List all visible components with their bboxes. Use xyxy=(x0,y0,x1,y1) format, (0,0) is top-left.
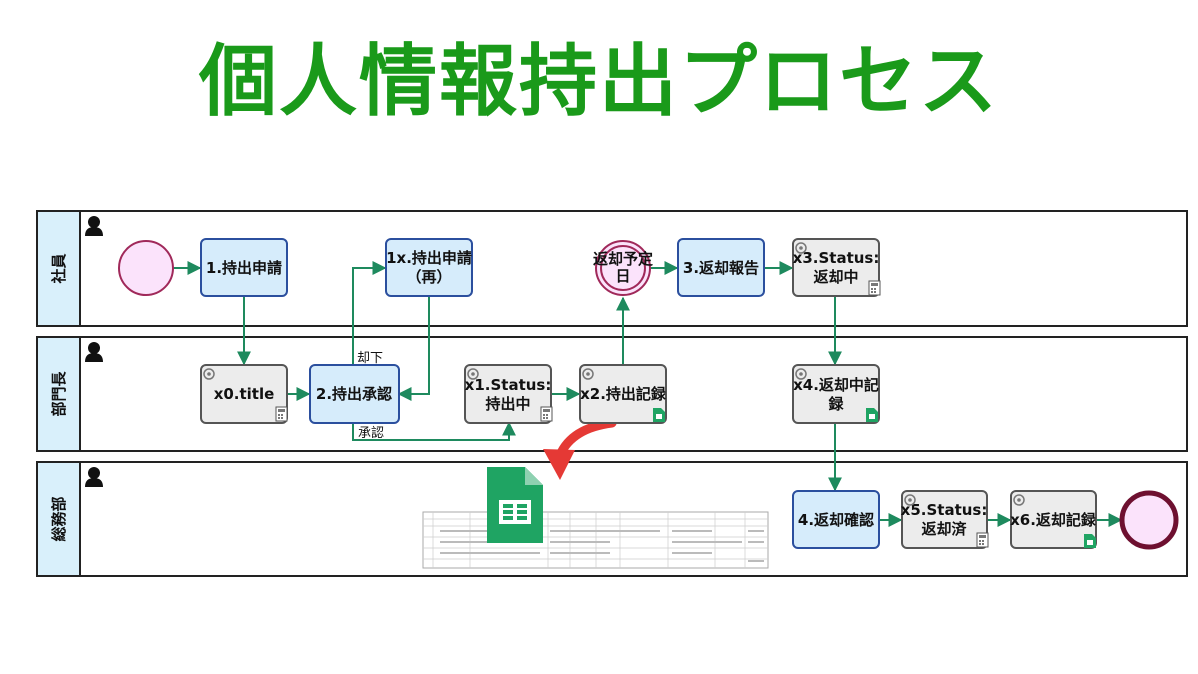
task-x3-status-returning[interactable]: x3.Status: 返却中 xyxy=(792,238,881,297)
timer-event-return-date[interactable]: 返却予定 日 xyxy=(593,240,653,296)
task-label-line1: x1.Status: xyxy=(465,376,552,394)
gear-icon xyxy=(203,368,215,380)
task-2-approval[interactable]: 2.持出承認 xyxy=(309,364,400,424)
gear-icon xyxy=(795,368,807,380)
flow-2-to-1x-reject xyxy=(352,261,387,365)
calculator-icon xyxy=(540,406,553,422)
task-x2-out-record[interactable]: x2.持出記録 xyxy=(579,364,667,424)
flow-1x-to-2 xyxy=(397,296,430,401)
diagram-title: 個人情報持出プロセス xyxy=(198,36,999,127)
flow-2-to-x1-approve xyxy=(352,421,516,441)
person-icon xyxy=(85,467,103,487)
person-icon xyxy=(85,216,103,236)
gear-icon xyxy=(582,368,594,380)
sequence-flows xyxy=(173,261,1123,527)
task-3-return-report[interactable]: 3.返却報告 xyxy=(677,238,765,297)
task-label-line2: 返却中 xyxy=(813,268,858,286)
google-sheets-icon xyxy=(653,408,665,422)
task-label: x2.持出記録 xyxy=(580,385,667,403)
gear-icon xyxy=(795,242,807,254)
lane-label-department-head: 部門長 xyxy=(50,371,68,417)
timer-label-line2: 日 xyxy=(615,267,630,285)
task-label: x6.返却記録 xyxy=(1010,511,1097,529)
task-1-request[interactable]: 1.持出申請 xyxy=(200,238,288,297)
task-label: 2.持出承認 xyxy=(316,385,392,403)
task-label-line2: 返却済 xyxy=(921,520,967,538)
google-sheets-icon xyxy=(487,467,543,543)
flow-label-reject: 却下 xyxy=(357,351,383,366)
calculator-icon xyxy=(868,280,881,296)
calculator-icon xyxy=(976,532,989,548)
task-label-line1: x3.Status: xyxy=(793,249,880,267)
task-x5-status-returned[interactable]: x5.Status: 返却済 xyxy=(901,490,989,549)
start-event[interactable] xyxy=(118,240,174,296)
task-1x-rerequest[interactable]: 1x.持出申請 （再） xyxy=(385,238,473,297)
gear-icon xyxy=(1013,494,1025,506)
flow-label-approve: 承認 xyxy=(358,425,384,441)
red-callout-arrow xyxy=(543,418,617,480)
task-label-line1: 1x.持出申請 xyxy=(386,249,472,267)
task-label-line2: 持出中 xyxy=(485,395,530,413)
gear-icon xyxy=(467,368,479,380)
task-label: x0.title xyxy=(214,385,275,403)
gear-icon xyxy=(904,494,916,506)
task-x0-title[interactable]: x0.title xyxy=(200,364,288,424)
calculator-icon xyxy=(275,406,288,422)
lane-label-general-affairs: 総務部 xyxy=(50,496,68,541)
task-4-return-confirm[interactable]: 4.返却確認 xyxy=(792,490,880,549)
task-label: 4.返却確認 xyxy=(798,511,874,529)
lane-label-employee: 社員 xyxy=(50,253,68,284)
task-label: 3.返却報告 xyxy=(683,259,759,277)
end-event[interactable] xyxy=(1119,490,1179,550)
task-x1-status-out[interactable]: x1.Status: 持出中 xyxy=(464,364,553,424)
task-label-line2: 録 xyxy=(828,395,844,413)
spreadsheet-preview xyxy=(422,511,769,569)
task-label-line2: （再） xyxy=(406,268,451,286)
task-x4-returning-record[interactable]: x4.返却中記 録 xyxy=(792,364,880,424)
google-sheets-icon xyxy=(1084,534,1096,548)
google-sheets-icon xyxy=(866,408,878,422)
task-label: 1.持出申請 xyxy=(206,259,282,277)
person-icon xyxy=(85,342,103,362)
task-x6-return-record[interactable]: x6.返却記録 xyxy=(1010,490,1097,549)
task-label-line1: x5.Status: xyxy=(901,501,988,519)
task-label-line1: x4.返却中記 xyxy=(793,376,879,394)
timer-label-line1: 返却予定 xyxy=(593,250,653,268)
